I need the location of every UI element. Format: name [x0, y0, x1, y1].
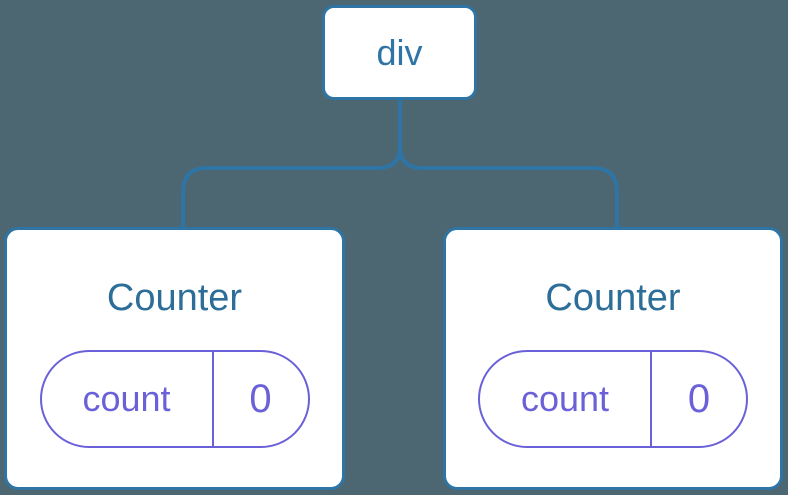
root-node-label: div [376, 31, 423, 73]
state-value: 0 [650, 352, 746, 446]
state-value: 0 [211, 352, 308, 446]
state-pill: count 0 [478, 350, 748, 448]
counter-title: Counter [545, 277, 681, 319]
counter-card-right: Counter count 0 [443, 227, 783, 490]
counter-title: Counter [106, 277, 243, 319]
state-pill: count 0 [39, 350, 310, 448]
connector-right-branch [398, 100, 619, 227]
root-node: div [322, 5, 477, 100]
state-key: count [520, 378, 610, 419]
counter-card-left: Counter count 0 [4, 227, 345, 490]
state-key: count [82, 378, 171, 419]
connector-left-branch [181, 100, 402, 227]
